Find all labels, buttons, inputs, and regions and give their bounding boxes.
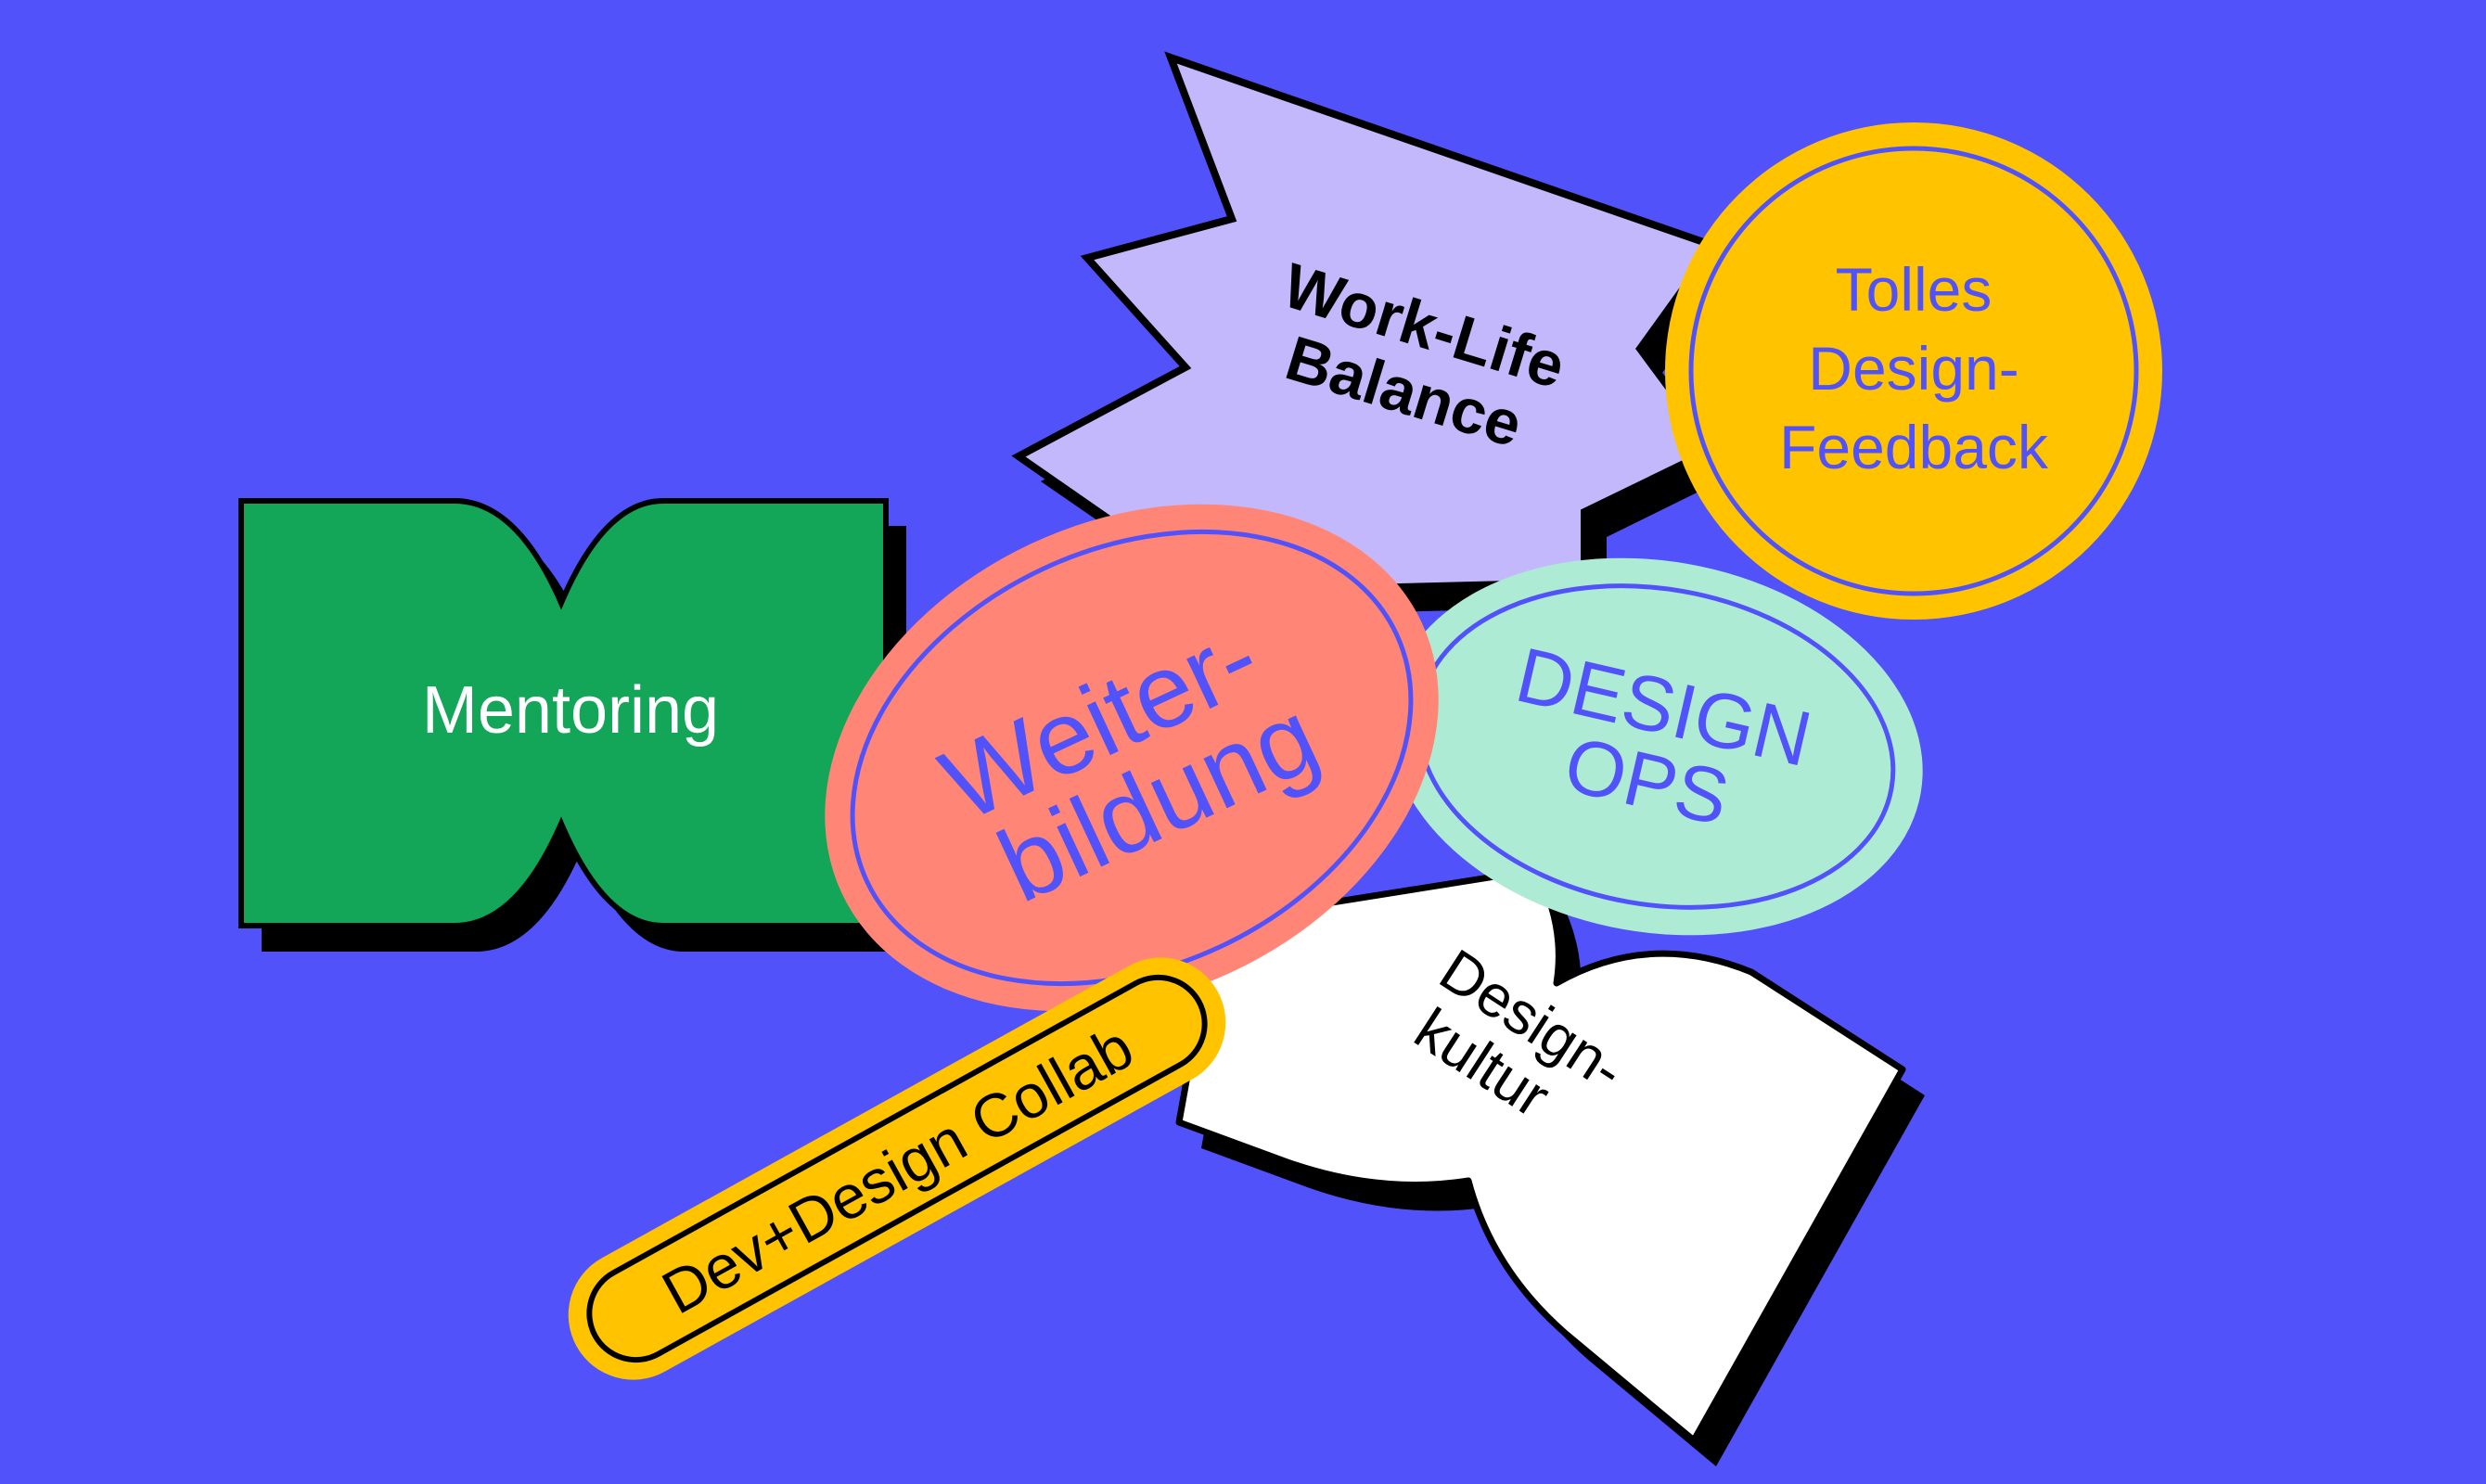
work-life-balance-sticker: Work-Life Balance — [1011, 51, 1736, 616]
mentoring-label: Mentoring — [422, 673, 719, 748]
weiterbildung-inner-ring — [850, 529, 1414, 987]
weiterbildung-sticker: Weiter- bildung — [825, 504, 1439, 1012]
designkultur-sticker: Design- kultur — [1175, 866, 1925, 1466]
tolles-feedback-inner-ring — [1688, 146, 2139, 596]
tolles-feedback-line3: Feedback — [1779, 413, 2049, 481]
dev-design-label: Dev+Design Collab — [651, 1012, 1145, 1327]
tolles-feedback-shape — [1665, 122, 2162, 620]
dev-design-sticker: Dev+Design Collab — [568, 957, 1226, 1380]
mentoring-sticker: Mentoring — [238, 498, 906, 952]
tolles-feedback-line2: Design- — [1808, 334, 2018, 403]
dev-design-inner-ring — [586, 974, 1208, 1363]
design-ops-sticker: DESIGN OPS — [1389, 557, 1923, 936]
dev-design-shape — [568, 957, 1226, 1380]
tolles-feedback-sticker: Tolles Design- Feedback — [1665, 122, 2162, 620]
weiterbildung-shape — [825, 504, 1439, 1012]
tolles-feedback-line1: Tolles — [1836, 255, 1993, 324]
designkultur-shape — [1175, 866, 1906, 1444]
design-ops-shape — [1389, 557, 1923, 936]
